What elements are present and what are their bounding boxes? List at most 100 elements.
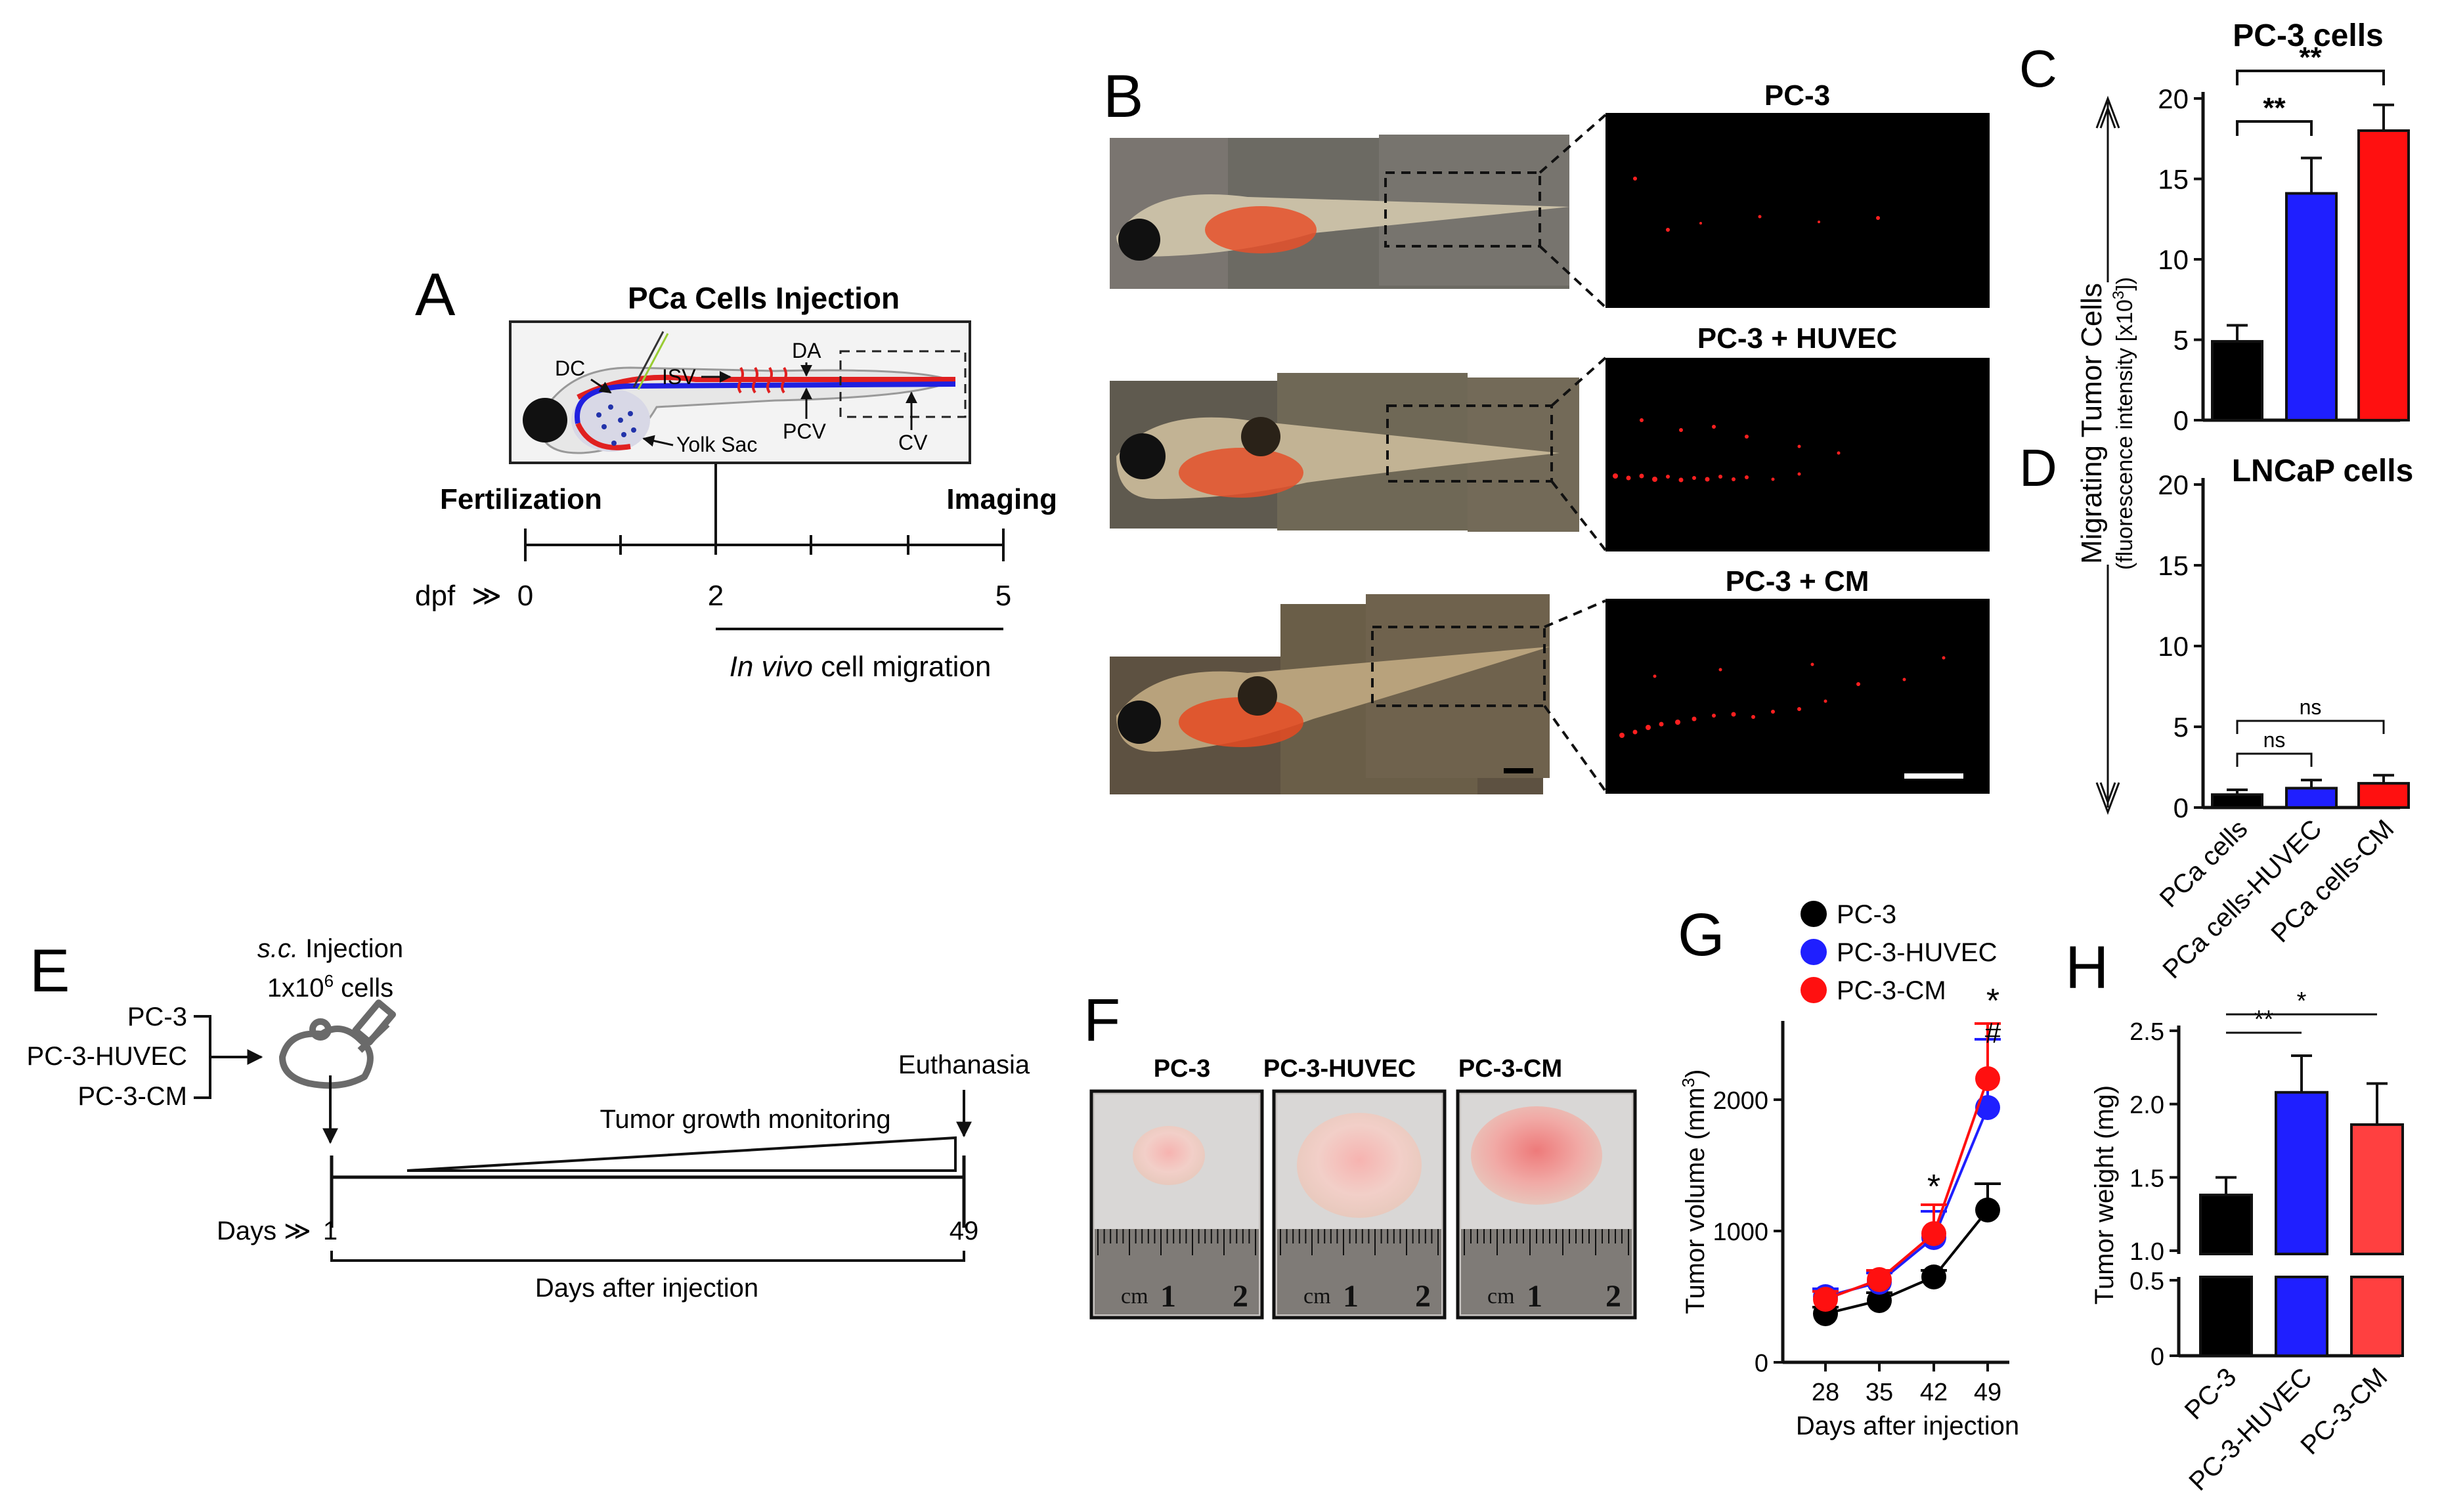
chart-d-ytick-label: 10 [2158, 631, 2189, 662]
dpf-label: dpf [415, 580, 456, 612]
ruler [1277, 1229, 1441, 1314]
label-yolk-sac: Yolk Sac [676, 433, 757, 456]
shared-ylabel-line2: (fluorescence intensity [x103]) [2110, 277, 2138, 570]
fluorescence-image-1 [1605, 113, 1990, 308]
group-label-huvec: PC-3-HUVEC [27, 1042, 187, 1071]
chart-g-ytick-label: 1000 [1713, 1219, 1768, 1246]
chart-d-significance-label: ns [2263, 728, 2286, 752]
ruler-mark-2: 2 [1415, 1279, 1431, 1314]
chart-c-ytick-label: 10 [2158, 244, 2189, 275]
panel-b-row-3: PC-3 + CM [1110, 565, 1990, 794]
ruler-mark-2: 2 [1605, 1279, 1621, 1314]
panel-b-row-1: PC-3 [1110, 79, 1990, 309]
ruler-unit-label: cm [1121, 1284, 1148, 1308]
chart-c-bar [2211, 339, 2263, 422]
panel-letter-f: F [1083, 987, 1120, 1054]
group-label-cm: PC-3-CM [77, 1082, 187, 1111]
zebrafish-schematic [523, 331, 967, 454]
tumor-specimen [1297, 1113, 1422, 1218]
chart-g-point [1867, 1288, 1892, 1313]
panel-b-title-1: PC-3 [1764, 79, 1830, 112]
migration-label: In vivo cell migration [730, 651, 992, 683]
panel-e: E s.c. Injection 1x106 cells PC-3 PC-3-H… [27, 934, 1030, 1303]
chart-c-significance-bracket [2236, 70, 2385, 85]
ruler-mark-1: 1 [1527, 1279, 1542, 1314]
chart-g-series-line [1825, 1107, 1989, 1298]
ruler [1461, 1229, 1632, 1314]
chart-d-ytick-label: 5 [2173, 712, 2189, 743]
chart-h-ytick-label: 2.5 [2129, 1018, 2164, 1046]
chart-c-significance-label: ** [2299, 41, 2322, 74]
chart-c-significance-bracket [2236, 120, 2313, 136]
dpf-tick-2: 2 [708, 580, 724, 612]
scale-bar-brightfield [1504, 768, 1533, 773]
chart-c-ytick-label: 15 [2158, 164, 2189, 195]
down-arrow [2095, 565, 2120, 815]
imaging-region-box [839, 350, 967, 418]
panel-a-title: PCa Cells Injection [628, 281, 900, 315]
injection-label: s.c. Injection [257, 934, 403, 963]
chart-h-bar-lower [2199, 1276, 2253, 1357]
pcv-vessel [575, 381, 956, 424]
injection-needle [632, 331, 665, 388]
chart-c-significance-label: ** [2263, 92, 2286, 124]
group-bracket [194, 1015, 263, 1099]
panel-b-title-2: PC-3 + HUVEC [1697, 322, 1897, 355]
chart-g-xlabel: Days after injection [1796, 1412, 2019, 1440]
chart-h-bar-lower [2275, 1276, 2328, 1357]
growth-wedge [406, 1136, 957, 1172]
chart-h-bar-upper [2350, 1123, 2404, 1256]
chart-h-ytick-label: 0 [2151, 1343, 2164, 1371]
chart-g-annotation-hash: # [1985, 1017, 2001, 1049]
scale-bar-fluorescence [1904, 773, 1963, 779]
up-arrow [2095, 95, 2120, 282]
chart-d-xtick-label: PCa cells-CM [2265, 814, 2399, 948]
ruler-mark-1: 1 [1343, 1279, 1359, 1314]
panel-letter-a: A [415, 261, 456, 328]
cell-count-label: 1x106 cells [267, 971, 393, 1003]
chart-d-ytick-label: 15 [2158, 550, 2189, 581]
days-after-bracket [330, 1251, 965, 1262]
chart-g-legend-label: PC-3-CM [1837, 976, 1946, 1005]
label-da: DA [792, 339, 821, 362]
chart-d-significance-bracket [2236, 720, 2385, 734]
chart-h-bar-upper [2199, 1194, 2253, 1255]
chart-h-bar-lower [2350, 1276, 2404, 1357]
chart-g-ytick-label: 0 [1755, 1350, 1768, 1377]
fertilization-label: Fertilization [440, 483, 602, 515]
panel-letter-e: E [30, 938, 70, 1004]
chart-g-point [1867, 1267, 1892, 1292]
chart-h-ytick-label: 1.5 [2129, 1165, 2164, 1192]
fluorescence-image-2 [1605, 358, 1990, 551]
ruler [1095, 1229, 1259, 1314]
panel-a: A PCa Cells Injection DC ISV [415, 261, 1057, 683]
chart-c-ytick-label: 5 [2173, 325, 2189, 356]
tumor-specimen [1471, 1106, 1602, 1205]
zoom-box-2 [1386, 404, 1553, 483]
chart-g-xtick-label: 42 [1920, 1379, 1948, 1406]
yolk-sac-shape [571, 389, 650, 452]
chart-d-significance-bracket [2236, 752, 2313, 767]
ruler-unit-label: cm [1487, 1284, 1515, 1308]
ruler-mark-2: 2 [1233, 1279, 1248, 1314]
chart-g-xtick-label: 49 [1974, 1379, 2001, 1406]
chart-g-xtick-label: 35 [1866, 1379, 1893, 1406]
chart-d-ytick-label: 20 [2158, 469, 2189, 500]
chart-d-title: LNCaP cells [2232, 454, 2414, 488]
days-after-label: Days after injection [535, 1274, 758, 1303]
panel-f-title-3: PC-3-CM [1458, 1055, 1562, 1083]
chart-d-bar [2285, 787, 2338, 809]
chart-g-series-line [1825, 1209, 1989, 1315]
imaging-label: Imaging [946, 483, 1057, 515]
panel-f-title-2: PC-3-HUVEC [1263, 1055, 1416, 1083]
chart-g-annotation-star-49: * [1986, 982, 1999, 1020]
dpf-timeline [524, 529, 1005, 561]
chart-c-ytick-label: 0 [2173, 405, 2189, 436]
euthanasia-label: Euthanasia [898, 1050, 1030, 1079]
chart-d-bar [2357, 782, 2410, 809]
panel-letter-c: C [2019, 39, 2057, 98]
monitoring-label: Tumor growth monitoring [600, 1105, 890, 1134]
group-label-pc3: PC-3 [127, 1003, 187, 1031]
zebrafish-eye [523, 398, 567, 443]
